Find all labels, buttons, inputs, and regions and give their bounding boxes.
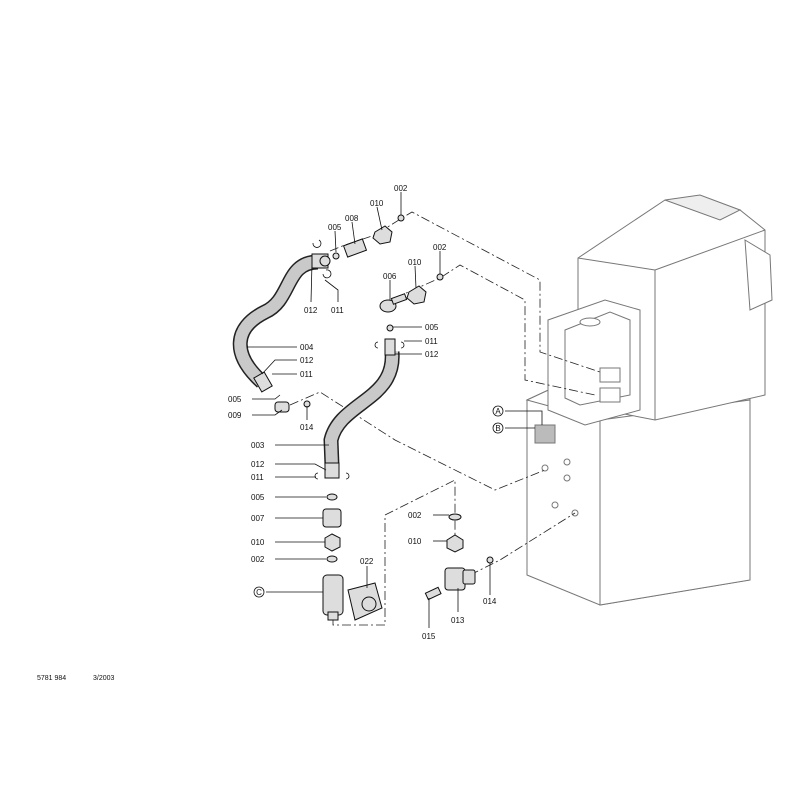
label-010: 010 bbox=[370, 199, 384, 208]
label-002: 002 bbox=[251, 555, 265, 564]
label-009: 009 bbox=[228, 411, 242, 420]
label-011: 011 bbox=[425, 337, 438, 346]
callout-a: A bbox=[492, 405, 504, 417]
footer-part-number: 5781 984 bbox=[37, 675, 66, 682]
label-012: 012 bbox=[300, 356, 314, 365]
label-010: 010 bbox=[408, 537, 422, 546]
hose-003 bbox=[323, 351, 400, 467]
label-022: 022 bbox=[360, 557, 374, 566]
svg-text:C: C bbox=[256, 588, 262, 597]
label-013: 013 bbox=[451, 616, 465, 625]
label-006: 006 bbox=[383, 272, 397, 281]
fittings bbox=[253, 214, 494, 621]
label-005: 005 bbox=[425, 323, 439, 332]
label-002: 002 bbox=[394, 184, 408, 193]
hose-004 bbox=[232, 254, 319, 388]
label-012: 012 bbox=[425, 350, 439, 359]
footer-date: 3/2003 bbox=[93, 675, 115, 682]
label-005: 005 bbox=[228, 395, 242, 404]
label-012: 012 bbox=[251, 460, 265, 469]
label-010: 010 bbox=[408, 258, 422, 267]
label-008: 008 bbox=[345, 214, 359, 223]
label-005: 005 bbox=[251, 493, 265, 502]
label-010: 010 bbox=[251, 538, 265, 547]
part-labels: 002 010 008 005 012 011 002 010 006 005 … bbox=[228, 184, 497, 641]
label-014: 014 bbox=[300, 423, 314, 432]
callout-b: B bbox=[492, 422, 504, 434]
label-004: 004 bbox=[300, 343, 314, 352]
label-003: 003 bbox=[251, 441, 265, 450]
label-012: 012 bbox=[304, 306, 318, 315]
svg-text:B: B bbox=[495, 424, 500, 433]
label-014: 014 bbox=[483, 597, 497, 606]
svg-text:A: A bbox=[495, 407, 501, 416]
leader-lines bbox=[247, 192, 543, 628]
label-011: 011 bbox=[300, 370, 313, 379]
boiler-unit bbox=[525, 194, 773, 606]
label-005: 005 bbox=[328, 223, 342, 232]
label-011: 011 bbox=[251, 473, 264, 482]
routing-lines bbox=[289, 211, 601, 626]
label-007: 007 bbox=[251, 514, 265, 523]
label-015: 015 bbox=[422, 632, 436, 641]
label-002: 002 bbox=[408, 511, 422, 520]
label-011: 011 bbox=[331, 306, 344, 315]
callout-c: C bbox=[253, 586, 265, 598]
label-002: 002 bbox=[433, 243, 447, 252]
